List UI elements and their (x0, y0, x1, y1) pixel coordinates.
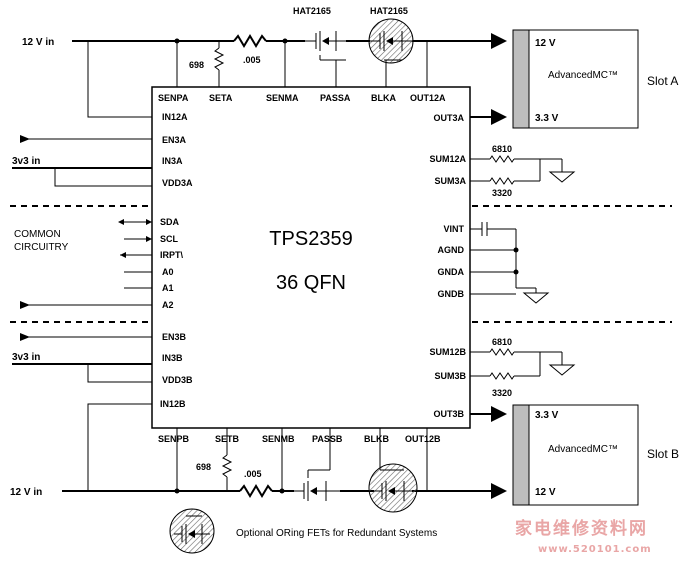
res-bot-sense: .005 (244, 469, 262, 479)
pin-out3a: OUT3A (433, 113, 464, 123)
pin-sda: SDA (160, 217, 180, 227)
chip-package: 36 QFN (276, 272, 346, 294)
pin-out12a: OUT12A (410, 93, 446, 103)
bottom-pins: SENPB SETB SENMB PASSB BLKB OUT12B (158, 434, 441, 444)
sum-network-a: 6810 3320 (470, 144, 576, 198)
pin-vdd3a: VDD3A (162, 178, 193, 188)
input-3v3-a-path: 3v3 in (12, 135, 152, 187)
pin-a1: A1 (162, 283, 174, 293)
pin-senma: SENMA (266, 93, 299, 103)
watermark-url: www.520101.com (538, 544, 652, 555)
res-top-sense: .005 (243, 55, 261, 65)
legend-footnote: Optional ORing FETs for Redundant System… (236, 528, 437, 539)
pin-senpa: SENPA (158, 93, 189, 103)
pin-in3b: IN3B (162, 353, 183, 363)
pin-agnd: AGND (438, 245, 465, 255)
slot-b-card-name: AdvancedMC™ (548, 444, 618, 455)
slot-b-card: 3.3 V 12 V AdvancedMC™ Slot B (512, 404, 679, 506)
pin-passa: PASSA (320, 93, 351, 103)
slot-b-rail3: 3.3 V (535, 410, 559, 421)
common-label-2: CIRCUITRY (14, 242, 69, 253)
pin-blkb: BLKB (364, 434, 389, 444)
slot-a-card: 12 V 3.3 V AdvancedMC™ Slot A (512, 29, 678, 129)
slot-a-rail3: 3.3 V (535, 113, 559, 124)
slot-a-card-name: AdvancedMC™ (548, 70, 618, 81)
pin-gndb: GNDB (438, 289, 465, 299)
pin-sum3a: SUM3A (434, 176, 466, 186)
pin-scl: SCL (160, 234, 179, 244)
pin-vint: VINT (443, 224, 464, 234)
bottom-12v-path: 12 V in 698 .005 (10, 403, 507, 499)
slot-b-label: Slot B (647, 447, 679, 461)
input-12v-top: 12 V in (22, 37, 54, 48)
fet-label-top-left: HAT2165 (293, 6, 331, 16)
pin-passb: PASSB (312, 434, 343, 444)
legend-oring-fet-icon (169, 508, 215, 554)
slot-a-label: Slot A (647, 74, 678, 88)
pin-in12b: IN12B (160, 399, 186, 409)
fet-bottom-right-icon (368, 463, 418, 513)
pin-sum12a: SUM12A (429, 154, 466, 164)
top-12v-path: 12 V in 698 .005 HAT2165 HAT2165 (22, 6, 507, 118)
pin-out3b: OUT3B (433, 409, 464, 419)
input-3v3-a: 3v3 in (12, 156, 40, 167)
input-3v3-b: 3v3 in (12, 352, 40, 363)
pin-out12b: OUT12B (405, 434, 441, 444)
sum-network-b: 6810 3320 (470, 337, 576, 398)
res-top-sum12: 6810 (492, 144, 512, 154)
pin-sum12b: SUM12B (429, 347, 466, 357)
common-label-1: COMMON (14, 229, 61, 240)
pin-a0: A0 (162, 267, 174, 277)
res-bot-sum3: 3320 (492, 388, 512, 398)
res-bot-set: 698 (196, 462, 211, 472)
common-right-grounds (470, 222, 550, 304)
res-top-sum3: 3320 (492, 188, 512, 198)
common-circuitry: COMMON CIRCUITRY (14, 219, 152, 309)
left-pins: IN12A EN3A IN3A VDD3A SDA SCL IRPT\ A0 A… (160, 112, 193, 409)
pin-blka: BLKA (371, 93, 396, 103)
pin-vdd3b: VDD3B (162, 375, 193, 385)
pin-senmb: SENMB (262, 434, 295, 444)
pin-irpt: IRPT\ (160, 250, 184, 260)
pin-in3a: IN3A (162, 156, 183, 166)
slot-a-rail12: 12 V (535, 38, 556, 49)
pin-senpb: SENPB (158, 434, 190, 444)
ic-body (151, 86, 471, 429)
watermark-cn: 家电维修资料网 (515, 518, 648, 539)
fet-top-left-icon (305, 31, 346, 61)
fet-label-top-right: HAT2165 (370, 6, 408, 16)
pin-a2: A2 (162, 300, 174, 310)
input-12v-bottom: 12 V in (10, 487, 42, 498)
input-3v3-b-path: 3v3 in (12, 333, 152, 383)
slot-b-rail12: 12 V (535, 487, 556, 498)
fet-top-right-icon (368, 18, 414, 64)
pin-in12a: IN12A (162, 112, 188, 122)
pin-en3b: EN3B (162, 332, 187, 342)
res-bot-sum12: 6810 (492, 337, 512, 347)
right-pins: OUT3A SUM12A SUM3A VINT AGND GNDA GNDB S… (429, 113, 466, 419)
fet-bottom-left-icon (294, 469, 340, 501)
pin-gnda: GNDA (438, 267, 465, 277)
pin-seta: SETA (209, 93, 233, 103)
pin-en3a: EN3A (162, 135, 187, 145)
pin-sum3b: SUM3B (434, 371, 466, 381)
top-pins: SENPA SETA SENMA PASSA BLKA OUT12A (158, 93, 446, 103)
chip-name: TPS2359 (269, 228, 352, 250)
res-top-set: 698 (189, 60, 204, 70)
